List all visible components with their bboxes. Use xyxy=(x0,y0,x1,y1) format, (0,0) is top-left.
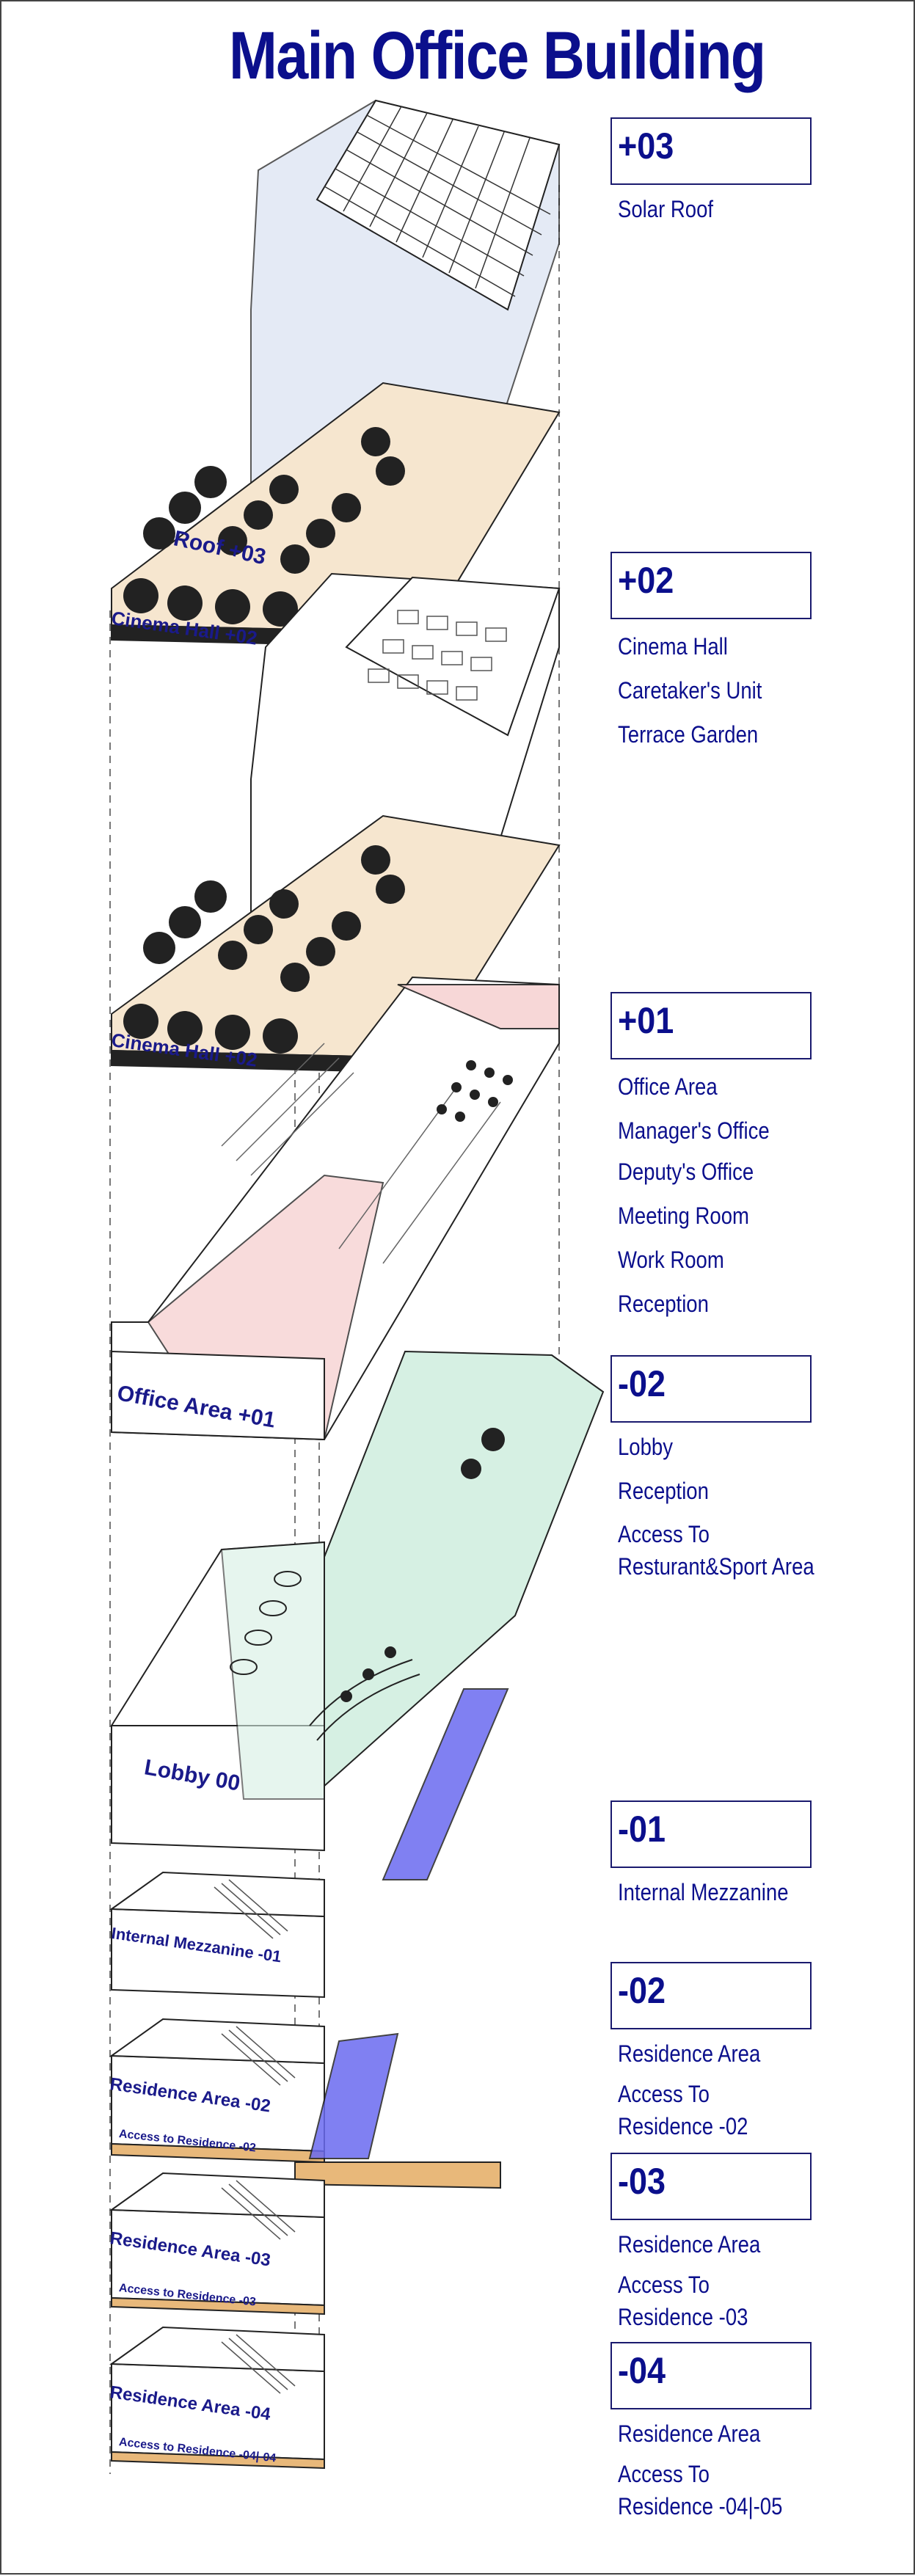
level-code-box: -04 xyxy=(610,2342,812,2409)
level-item: Lobby xyxy=(618,1434,673,1460)
ramp-residence-02 xyxy=(308,2032,399,2159)
level-item-line: Access To xyxy=(618,2081,710,2107)
level-code: -03 xyxy=(618,2161,666,2202)
level-item: Caretaker's Unit xyxy=(618,677,762,704)
level-item-multiline: Access To Resturant&Sport Area xyxy=(618,1518,877,1583)
lobby-level xyxy=(110,1350,605,1852)
level-code: +03 xyxy=(618,125,674,167)
level-code-box: -01 xyxy=(610,1800,812,1868)
level-block-minus-01: -01 Internal Mezzanine xyxy=(610,1800,915,1909)
level-item: Reception xyxy=(618,1478,709,1504)
level-item: Residence Area xyxy=(618,2040,761,2067)
level-code-box: +02 xyxy=(610,552,812,619)
level-item-line: Residence -03 xyxy=(618,2304,748,2330)
page-title: Main Office Building xyxy=(229,18,766,93)
level-item: Terrace Garden xyxy=(618,721,759,748)
level-item: Meeting Room xyxy=(618,1203,749,1229)
level-item: Manager's Office xyxy=(618,1117,770,1144)
level-block-minus-04: -04 Residence Area Access To Residence -0… xyxy=(610,2342,915,2522)
level-code: -04 xyxy=(618,2350,666,2391)
mezzanine-level xyxy=(109,1871,325,1999)
level-code-box: -03 xyxy=(610,2153,812,2220)
level-code-box: -02 xyxy=(610,1962,812,2029)
level-item: Solar Roof xyxy=(618,196,714,222)
level-item: Work Room xyxy=(618,1247,724,1273)
cinema-seating-area xyxy=(345,576,561,737)
ramp-lobby xyxy=(382,1688,509,1880)
level-item-line: Residence -02 xyxy=(618,2113,748,2139)
level-item-multiline: Access To Residence -03 xyxy=(618,2269,877,2333)
residence-03-level xyxy=(109,2172,325,2316)
roof-level xyxy=(111,99,561,649)
level-block-minus-02: -02 Residence Area Access To Residence -0… xyxy=(610,1962,915,2142)
level-item-line: Residence -04|-05 xyxy=(618,2493,783,2520)
level-item-line: Access To xyxy=(618,2461,710,2487)
cinema-seating xyxy=(123,845,405,1054)
level-item: Reception xyxy=(618,1291,709,1317)
office-level xyxy=(111,976,560,1441)
level-code: +02 xyxy=(618,560,674,601)
level-item: Internal Mezzanine xyxy=(618,1879,789,1905)
level-code-box: +03 xyxy=(610,117,812,185)
level-code-box: -02 xyxy=(610,1355,812,1423)
level-item-line: Access To xyxy=(618,1521,710,1547)
residence-04-level xyxy=(109,2326,325,2470)
level-item-line: Resturant&Sport Area xyxy=(618,1553,814,1580)
level-block-lobby: -02 Lobby Reception Access To Resturant&S… xyxy=(610,1355,915,1583)
level-code: -01 xyxy=(618,1809,666,1850)
level-block-03: +03 Solar Roof xyxy=(610,117,915,226)
level-code: -02 xyxy=(618,1970,666,2011)
level-block-02: +02 Cinema Hall Caretaker's Unit Terrace… xyxy=(610,552,915,751)
level-block-01: +01 Office Area Manager's Office Deputy'… xyxy=(610,992,915,1321)
level-code: -02 xyxy=(618,1363,666,1404)
level-item-multiline: Access To Residence -04|-05 xyxy=(618,2458,877,2522)
level-item: Deputy's Office xyxy=(618,1159,754,1185)
level-item-line: Access To xyxy=(618,2272,710,2298)
level-block-minus-03: -03 Residence Area Access To Residence -0… xyxy=(610,2153,915,2333)
level-item: Office Area xyxy=(618,1073,718,1100)
roof-seating xyxy=(123,427,405,627)
residence-02-level xyxy=(109,2018,501,2189)
level-code-box: +01 xyxy=(610,992,812,1059)
level-item-multiline: Access To Residence -02 xyxy=(618,2078,877,2142)
solar-panel-grid xyxy=(316,99,561,311)
level-item: Cinema Hall xyxy=(618,633,728,660)
level-item: Residence Area xyxy=(618,2231,761,2258)
level-item: Residence Area xyxy=(618,2420,761,2447)
level-code: +01 xyxy=(618,1000,674,1041)
